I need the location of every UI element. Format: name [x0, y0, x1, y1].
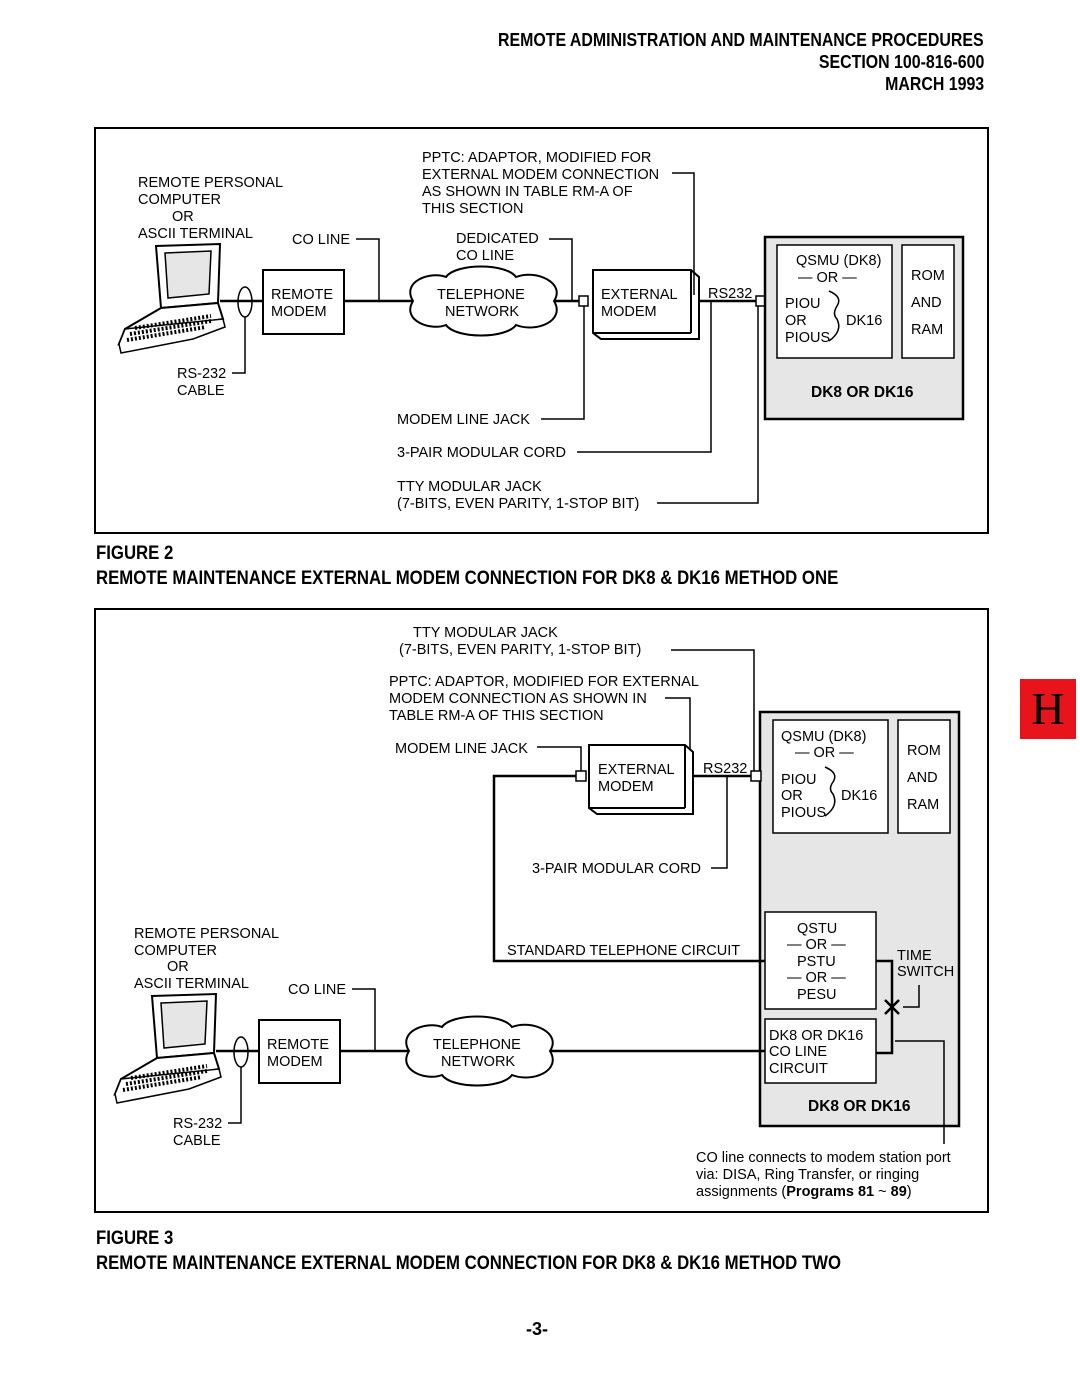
page-number: -3- — [526, 1319, 548, 1339]
dk16-label: DK16 — [841, 788, 877, 804]
pc-label-2: COMPUTER — [138, 192, 221, 208]
time-switch-label-1: TIME — [897, 948, 932, 964]
figure-3-number: FIGURE 3 — [96, 1227, 174, 1249]
piou-label: PIOU — [781, 772, 816, 788]
three-pair-cord-label: 3-PAIR MODULAR CORD — [532, 861, 701, 877]
piou-label: PIOU — [785, 296, 820, 312]
ram-label: RAM — [907, 797, 939, 813]
figure-2-svg: REMOTE MODEM TELEPHONE NETWORK EXTERNAL … — [117, 150, 965, 512]
rs232-cable-label-2: CABLE — [177, 383, 225, 399]
modem-line-jack-label: MODEM LINE JACK — [395, 741, 528, 757]
figure-2-title: REMOTE MAINTENANCE EXTERNAL MODEM CONNEC… — [96, 567, 839, 589]
pc-label-1: REMOTE PERSONAL — [138, 175, 283, 191]
tty-jack-label-1: TTY MODULAR JACK — [413, 625, 558, 641]
or-label: OR — [785, 313, 807, 329]
co-line-label: CO LINE — [288, 982, 346, 998]
dk-co-circuit-label-2: CO LINE — [769, 1044, 827, 1060]
external-modem-label-2: MODEM — [601, 304, 657, 320]
rom-label: ROM — [911, 268, 945, 284]
dk16-label: DK16 — [846, 313, 882, 329]
rs232-label: RS232 — [708, 286, 752, 302]
figure-3-diagram: TTY MODULAR JACK (7-BITS, EVEN PARITY, 1… — [94, 608, 989, 1213]
remote-modem-label-1: REMOTE — [267, 1037, 329, 1053]
qsmu-label: QSMU (DK8) — [796, 253, 881, 269]
doc-header-title: REMOTE ADMINISTRATION AND MAINTENANCE PR… — [498, 29, 984, 50]
or-dash-label-3: — OR — — [787, 970, 846, 986]
or-label: OR — [781, 788, 803, 804]
remote-modem-label-1: REMOTE — [271, 287, 333, 303]
pc-label-3: OR — [167, 959, 189, 975]
standard-telephone-circuit-label: STANDARD TELEPHONE CIRCUIT — [507, 943, 740, 959]
doc-header-date: MARCH 1993 — [884, 73, 984, 94]
and-label: AND — [907, 770, 938, 786]
pptc-label-4: THIS SECTION — [422, 201, 524, 217]
tty-jack-label-2: (7-BITS, EVEN PARITY, 1-STOP BIT) — [399, 642, 641, 658]
figure-3-title: REMOTE MAINTENANCE EXTERNAL MODEM CONNEC… — [96, 1252, 842, 1274]
pstu-label: PSTU — [797, 954, 836, 970]
note-line-2: via: DISA, Ring Transfer, or ringing — [696, 1167, 919, 1183]
remote-modem-label-2: MODEM — [271, 304, 327, 320]
note-line-3: assignments (Programs 81 ~ 89) — [696, 1184, 912, 1200]
pc-label-4: ASCII TERMINAL — [134, 976, 249, 992]
pesu-label: PESU — [797, 987, 837, 1003]
pc-label-2: COMPUTER — [134, 943, 217, 959]
or-dash-label: — OR — — [795, 745, 854, 761]
three-pair-cord-label: 3-PAIR MODULAR CORD — [397, 445, 566, 461]
external-modem-label-1: EXTERNAL — [601, 287, 678, 303]
note-line-1: CO line connects to modem station port — [696, 1150, 951, 1166]
remote-modem-label-2: MODEM — [267, 1054, 323, 1070]
pptc-label-2: MODEM CONNECTION AS SHOWN IN — [389, 691, 647, 707]
rs232-cable-label-1: RS-232 — [173, 1116, 222, 1132]
rs232-cable-label-2: CABLE — [173, 1133, 221, 1149]
external-modem-label-1: EXTERNAL — [598, 762, 675, 778]
pptc-label-1: PPTC: ADAPTOR, MODIFIED FOR — [422, 150, 651, 166]
tty-jack-label-2: (7-BITS, EVEN PARITY, 1-STOP BIT) — [397, 496, 639, 512]
dk8-or-dk16-label: DK8 OR DK16 — [811, 384, 914, 401]
or-dash-label-2: — OR — — [787, 937, 846, 953]
pptc-label-1: PPTC: ADAPTOR, MODIFIED FOR EXTERNAL — [389, 674, 699, 690]
rs232-label: RS232 — [703, 761, 747, 777]
ram-label: RAM — [911, 322, 943, 338]
doc-header-section: SECTION 100-816-600 — [818, 51, 984, 72]
qstu-label: QSTU — [797, 921, 837, 937]
pptc-label-3: AS SHOWN IN TABLE RM-A OF — [422, 184, 633, 200]
laptop-icon — [113, 992, 222, 1104]
pc-label-4: ASCII TERMINAL — [138, 226, 253, 242]
pious-label: PIOUS — [781, 805, 826, 821]
dk-co-circuit-label-1: DK8 OR DK16 — [769, 1028, 863, 1044]
laptop-icon — [117, 242, 226, 354]
and-label: AND — [911, 295, 942, 311]
telephone-network-label-1: TELEPHONE — [433, 1037, 521, 1053]
time-switch-label-2: SWITCH — [897, 964, 954, 980]
pious-label: PIOUS — [785, 330, 830, 346]
tty-jack-label-1: TTY MODULAR JACK — [397, 479, 542, 495]
modem-line-jack-label: MODEM LINE JACK — [397, 412, 530, 428]
pc-label-3: OR — [172, 209, 194, 225]
qsmu-label: QSMU (DK8) — [781, 729, 866, 745]
telephone-network-label-2: NETWORK — [445, 304, 519, 320]
rs232-cable-label-1: RS-232 — [177, 366, 226, 382]
pptc-label-3: TABLE RM-A OF THIS SECTION — [389, 708, 604, 724]
pc-label-1: REMOTE PERSONAL — [134, 926, 279, 942]
figure-3-svg: TTY MODULAR JACK (7-BITS, EVEN PARITY, 1… — [113, 625, 961, 1200]
telephone-network-label-2: NETWORK — [441, 1054, 515, 1070]
rom-label: ROM — [907, 743, 941, 759]
pptc-label-2: EXTERNAL MODEM CONNECTION — [422, 167, 659, 183]
dedicated-label-1: DEDICATED — [456, 231, 539, 247]
figure-2-number: FIGURE 2 — [96, 542, 174, 564]
figure-2-diagram: REMOTE MODEM TELEPHONE NETWORK EXTERNAL … — [94, 127, 989, 534]
section-tab-h: H — [1020, 679, 1076, 739]
dk-co-circuit-label-3: CIRCUIT — [769, 1061, 828, 1077]
dk8-or-dk16-label: DK8 OR DK16 — [808, 1098, 911, 1115]
co-line-label: CO LINE — [292, 232, 350, 248]
telephone-network-label-1: TELEPHONE — [437, 287, 525, 303]
external-modem-label-2: MODEM — [598, 779, 654, 795]
dedicated-label-2: CO LINE — [456, 248, 514, 264]
or-dash-label: — OR — — [798, 270, 857, 286]
